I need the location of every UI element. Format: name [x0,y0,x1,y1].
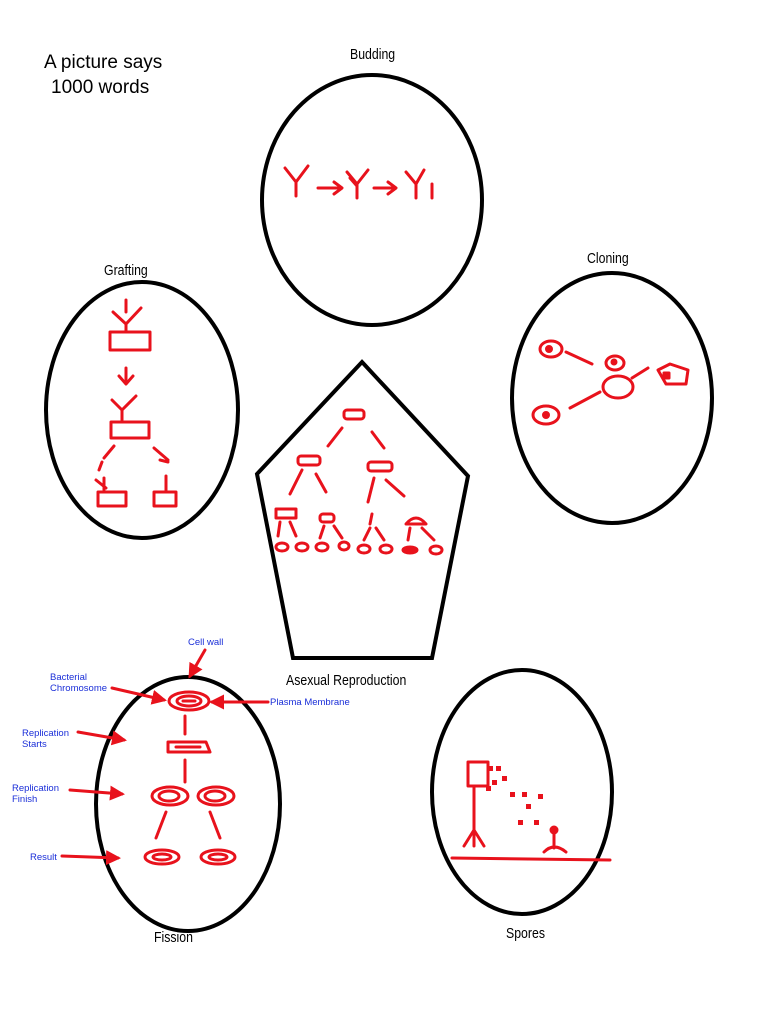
title-cloning: Cloning [587,250,629,267]
label-replication-starts: Replication Starts [22,728,69,750]
spores-drawing [450,760,612,862]
title-spores: Spores [506,925,545,942]
title-asexual-reproduction: Asexual Reproduction [286,672,407,689]
grafting-oval [44,280,240,540]
spores-oval [430,668,614,916]
label-plasma-membrane: Plasma Membrane [270,697,350,708]
title-fission: Fission [154,929,193,946]
label-cell-wall: Cell wall [188,637,224,648]
title-budding: Budding [350,46,396,63]
label-replication-finish: Replication Finish [12,783,59,805]
intro-line-2: 1000 words [51,77,150,98]
label-bacterial-chromosome: Bacterial Chromosome [50,672,108,694]
label-result: Result [30,852,57,863]
spore-dots [486,766,543,825]
intro-text: A picture says 1000 words [44,50,162,100]
fission-oval [94,675,282,933]
cloning-oval [510,271,714,525]
title-grafting: Grafting [104,262,148,279]
center-tree-drawing [274,408,444,556]
center-pentagon [254,359,471,660]
fission-drawing [143,690,237,866]
budding-oval [260,73,484,327]
intro-line-1: A picture says [44,52,163,73]
grafting-drawing [94,298,178,508]
fission-pointer-arrows [60,648,270,866]
budding-drawing [283,164,434,200]
cloning-drawing [531,339,690,426]
